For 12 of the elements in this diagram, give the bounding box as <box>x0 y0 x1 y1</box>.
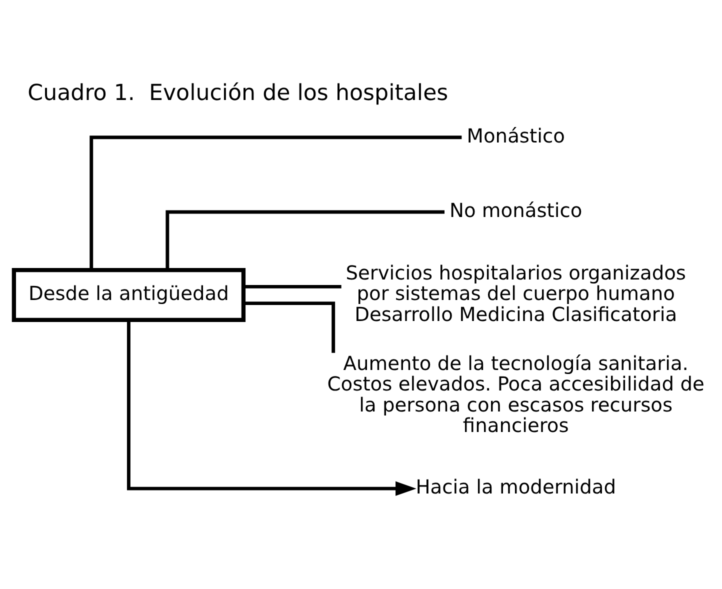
node-text: Hacia la modernidad <box>416 475 616 498</box>
connector <box>166 210 445 270</box>
connector <box>244 284 342 288</box>
connector <box>244 301 336 352</box>
node-text: Aumento de la tecnología sanitaria. Costos elevados. Poca accesibilidad de la persona con escasos recursos financieros <box>327 351 704 437</box>
connector <box>90 135 462 270</box>
node-text: No monástico <box>449 198 582 222</box>
node-text: Servicios hospitalarios organizados por sistemas del cuerpo humano Desarrollo Medicina Clasificatoria <box>346 260 686 326</box>
arrow <box>126 319 416 496</box>
node-box: Desde la antigüedad <box>12 268 246 322</box>
diagram-title: Cuadro 1. Evolución de los hospitales <box>28 79 448 106</box>
node-text: Monástico <box>466 124 565 147</box>
